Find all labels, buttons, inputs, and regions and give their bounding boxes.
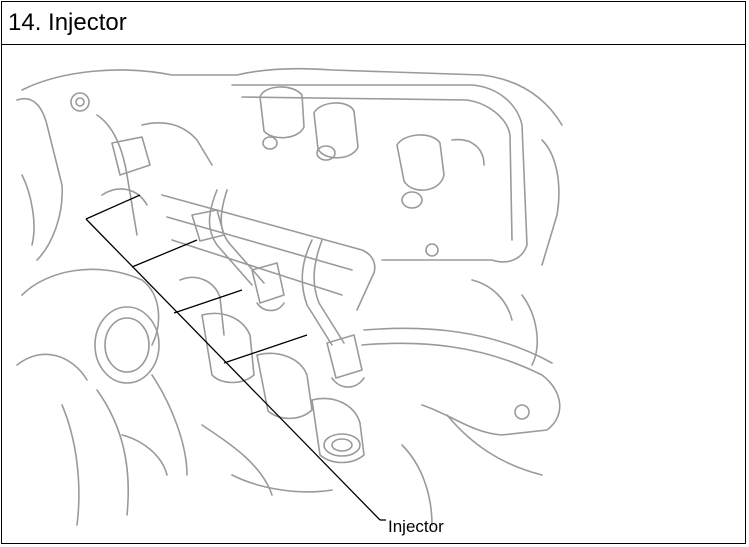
injector-callout-lines: [85, 194, 386, 521]
callout-line-5: [223, 334, 308, 364]
section-title: 14. Injector: [8, 9, 127, 36]
callout-line-3: [131, 239, 198, 268]
injector-callout-label: Injector: [388, 517, 444, 536]
callout-line-2: [85, 194, 141, 220]
callout-line-1: [85, 218, 381, 521]
title-cell: 14. Injector: [2, 2, 745, 45]
injector-illustration: Injector: [16, 67, 563, 536]
engine-sketch: [16, 67, 563, 526]
callout-line-4: [173, 289, 243, 314]
